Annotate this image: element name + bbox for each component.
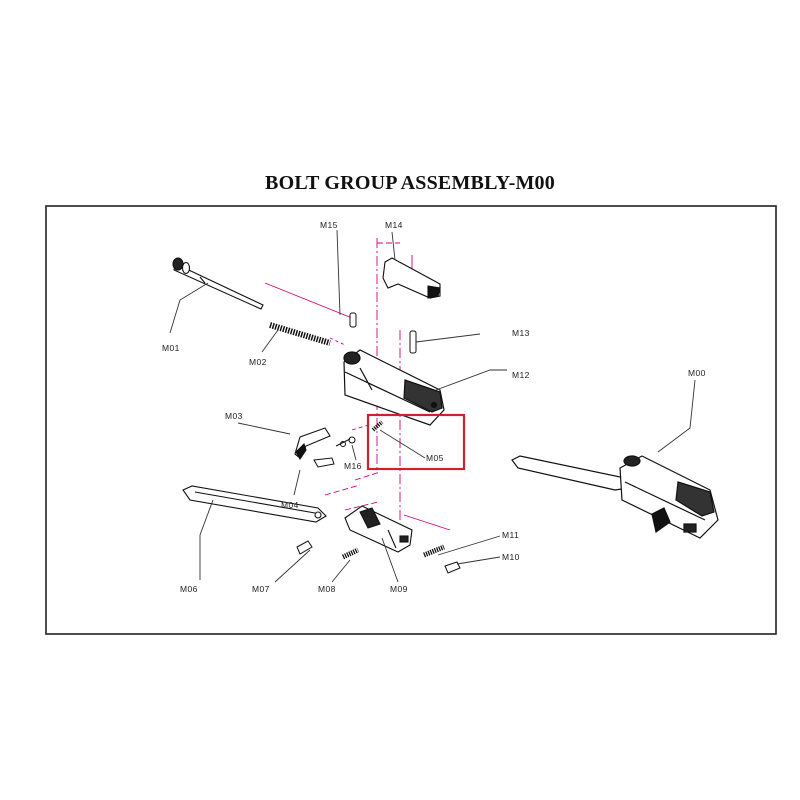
carrier-m09[interactable] (344, 505, 413, 553)
firing-pin-m01[interactable] (172, 257, 264, 310)
label-m13: M13 (512, 328, 530, 338)
pin-m15[interactable] (349, 312, 357, 328)
label-m11: M11 (502, 530, 519, 540)
highlight-box-m05 (366, 413, 466, 471)
part-labels: M00 M01 M02 M03 M04 M05 M06 M07 M08 M09 … (162, 220, 706, 594)
label-m10: M10 (502, 552, 520, 562)
label-m00: M00 (688, 368, 706, 378)
label-m12: M12 (512, 370, 530, 380)
plunger-m07[interactable] (296, 540, 313, 555)
ejector-m03[interactable] (294, 427, 331, 461)
guide-lines (264, 238, 451, 531)
label-m03: M03 (225, 411, 243, 421)
spring-m08[interactable] (341, 547, 360, 560)
label-m14: M14 (385, 220, 403, 230)
leader-lines (169, 229, 696, 583)
label-m01: M01 (162, 343, 180, 353)
bolt-body-m12[interactable] (343, 349, 445, 426)
label-m02: M02 (249, 357, 267, 367)
label-m09: M09 (390, 584, 408, 594)
label-m04: M04 (281, 500, 299, 510)
label-m07: M07 (252, 584, 270, 594)
diagram-title: BOLT GROUP ASSEMBLY-M00 (265, 172, 555, 194)
spring-m02[interactable] (269, 322, 331, 346)
label-m08: M08 (318, 584, 336, 594)
part-m16[interactable] (335, 436, 356, 447)
label-m16: M16 (344, 461, 362, 471)
diagram-frame (45, 205, 777, 635)
label-m15: M15 (320, 220, 338, 230)
operating-rod-m06[interactable] (182, 485, 327, 523)
pin-m04[interactable] (313, 457, 335, 468)
extractor-m14[interactable] (382, 257, 441, 299)
spring-m11[interactable] (423, 544, 445, 558)
assembly-m00[interactable] (511, 455, 719, 539)
spring-m05[interactable] (371, 420, 384, 432)
pin-m13[interactable] (409, 330, 417, 354)
plunger-m10[interactable] (444, 561, 461, 574)
label-m06: M06 (180, 584, 198, 594)
label-m05: M05 (426, 453, 444, 463)
